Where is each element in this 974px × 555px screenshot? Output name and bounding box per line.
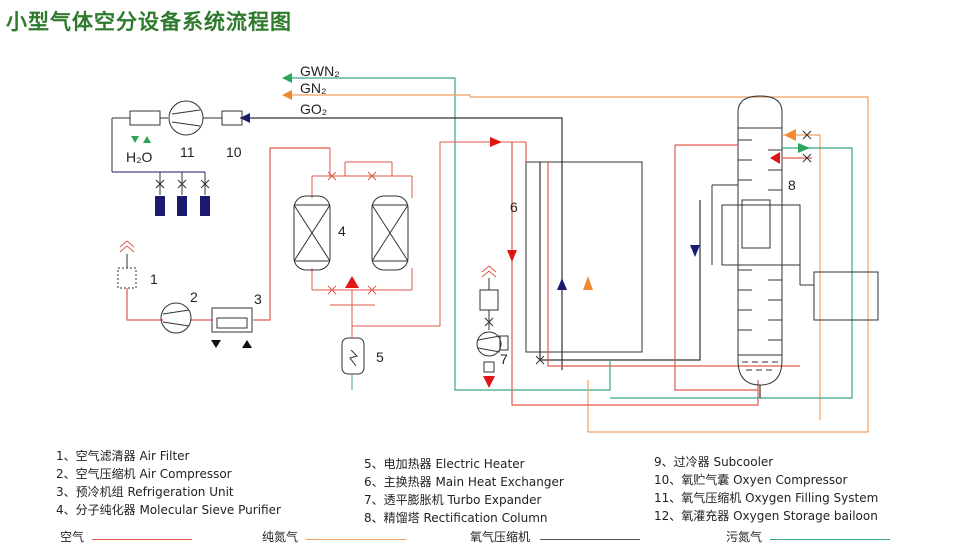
sieve-vessels bbox=[293, 195, 409, 271]
sump-dashes bbox=[742, 361, 778, 371]
label-11: 11 bbox=[180, 144, 195, 160]
oxygen-bag-10 bbox=[221, 110, 243, 126]
label-5: 5 bbox=[376, 349, 384, 365]
h2o-label: H₂O bbox=[126, 149, 153, 165]
column-trays bbox=[738, 139, 782, 341]
legend-column-3: 9、过冷器 Subcooler 10、氧贮气囊 Oxyen Compressor… bbox=[654, 453, 878, 525]
label-8: 8 bbox=[788, 177, 796, 193]
gn-label: GN₂ bbox=[300, 80, 326, 96]
go-label: GO₂ bbox=[300, 101, 327, 117]
go-line bbox=[240, 117, 563, 370]
air-intake-symbol bbox=[119, 240, 135, 253]
rectification-column-8 bbox=[711, 95, 801, 386]
legend-item-8: 8、精馏塔 Rectification Column bbox=[364, 511, 548, 525]
oxygen-chain bbox=[111, 100, 243, 195]
gn-arrow bbox=[282, 90, 292, 100]
legend-item-12: 12、氧灌充器 Oxygen Storage bailoon bbox=[654, 509, 878, 523]
label-7: 7 bbox=[500, 351, 508, 367]
gn-line bbox=[285, 94, 869, 433]
gwn-arrow bbox=[282, 73, 292, 83]
legend-item-7: 7、透平膨胀机 Turbo Expander bbox=[364, 493, 542, 507]
label-1: 1 bbox=[150, 271, 158, 287]
red-arrow-up-icon bbox=[345, 276, 359, 288]
line-legend-air: 空气 bbox=[60, 530, 85, 544]
gwn-line bbox=[285, 77, 611, 391]
green-triangle-down-icon bbox=[131, 136, 139, 143]
line-legend-air-swatch bbox=[92, 539, 192, 540]
legend-column-1: 1、空气滤清器 Air Filter 2、空气压缩机 Air Compresso… bbox=[56, 447, 281, 519]
line-legend-waste-n2: 污氮气 bbox=[726, 530, 763, 544]
line-legend-waste-n2-swatch bbox=[770, 539, 890, 540]
legend-item-10: 10、氧贮气囊 Oxyen Compressor bbox=[654, 473, 848, 487]
air-intake-symbol-7 bbox=[481, 265, 497, 278]
storage-box bbox=[813, 271, 879, 321]
drain-arrow-up-icon bbox=[242, 340, 252, 348]
go-arrow bbox=[240, 113, 250, 123]
turbo-expander-7 bbox=[476, 331, 502, 357]
valves-filling bbox=[155, 179, 210, 189]
navy-arrow-up-icon bbox=[557, 278, 567, 290]
legend-item-3: 3、预冷机组 Refrigeration Unit bbox=[56, 485, 234, 499]
air-line-main bbox=[126, 147, 330, 321]
line-legend-pure-n2-swatch bbox=[306, 539, 406, 540]
label-3: 3 bbox=[254, 291, 262, 307]
electric-heater-5 bbox=[341, 337, 365, 375]
gwn-label: GWN₂ bbox=[300, 63, 340, 79]
drain-arrow-down-icon bbox=[211, 340, 221, 348]
legend-item-1: 1、空气滤清器 Air Filter bbox=[56, 449, 190, 463]
red-arrow-down-icon-7 bbox=[483, 376, 495, 388]
label-6: 6 bbox=[510, 199, 518, 215]
red-arrow-down-icon bbox=[507, 250, 517, 262]
purifier-piping bbox=[311, 148, 413, 326]
page-title: 小型气体空分设备系统流程图 bbox=[6, 10, 292, 34]
label-2: 2 bbox=[190, 289, 198, 305]
output-stream-lines bbox=[240, 77, 869, 433]
legend-item-5: 5、电加热器 Electric Heater bbox=[364, 457, 525, 471]
column-side-lines bbox=[610, 134, 853, 420]
label-10: 10 bbox=[226, 144, 242, 160]
green-triangle-up-icon bbox=[143, 136, 151, 143]
heater-air-line bbox=[352, 141, 526, 327]
legend-item-9: 9、过冷器 Subcooler bbox=[654, 455, 774, 469]
legend-column-2: 5、电加热器 Electric Heater 6、主换热器 Main Heat … bbox=[364, 455, 564, 527]
line-legend-oxygen-swatch bbox=[540, 539, 640, 540]
legend-item-11: 11、氧气压缩机 Oxygen Filling System bbox=[654, 491, 879, 505]
legend-item-4: 4、分子纯化器 Molecular Sieve Purifier bbox=[56, 503, 281, 517]
oxygen-cylinders bbox=[155, 196, 210, 216]
refrigeration-unit-3 bbox=[211, 307, 253, 333]
red-arrow-right-icon bbox=[490, 137, 502, 147]
air-compressor-2 bbox=[160, 302, 192, 334]
label-4: 4 bbox=[338, 223, 346, 239]
navy-arrow-down-icon bbox=[690, 245, 700, 257]
orange-arrow-left-icon bbox=[784, 129, 796, 141]
oxygen-filter-box bbox=[129, 110, 161, 126]
red-arrow-left-icon bbox=[770, 152, 780, 164]
legend-item-6: 6、主换热器 Main Heat Exchanger bbox=[364, 475, 564, 489]
oxygen-compressor-11 bbox=[168, 100, 204, 136]
green-arrow-right-icon bbox=[798, 143, 810, 153]
hx-stream-lines bbox=[511, 142, 800, 406]
orange-arrow-up-icon bbox=[583, 276, 593, 290]
main-heat-exchanger-6 bbox=[525, 161, 643, 353]
expander-filter bbox=[479, 289, 499, 311]
legend-item-2: 2、空气压缩机 Air Compressor bbox=[56, 467, 232, 481]
line-legend-oxygen: 氧气压缩机 bbox=[470, 530, 531, 544]
line-legend-pure-n2: 纯氮气 bbox=[262, 530, 299, 544]
air-filter-1 bbox=[117, 267, 137, 289]
process-flow-diagram: GWN₂ GN₂ GO₂ H₂O 11 10 1 2 bbox=[111, 63, 879, 433]
